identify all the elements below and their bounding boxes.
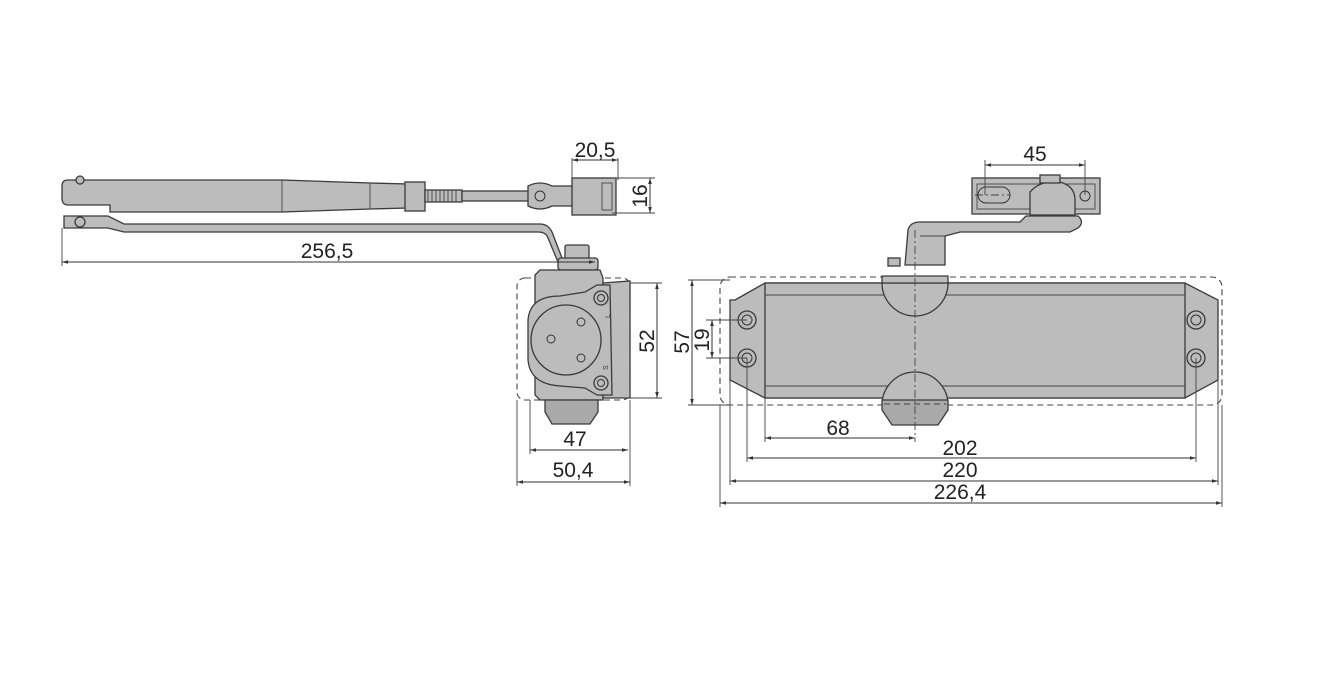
dim-226-4: 226,4 — [934, 481, 987, 504]
dim-16: 16 — [629, 184, 652, 207]
closer-body-side: L S — [516, 244, 631, 425]
side-view: L S 20,5 16 256,5 52 47 50 — [61, 139, 662, 486]
dim-256-5: 256,5 — [301, 240, 354, 263]
dim-57: 57 — [671, 330, 694, 353]
dim-52: 52 — [636, 329, 659, 352]
dim-47: 47 — [563, 428, 586, 451]
dim-50-4: 50,4 — [553, 459, 594, 482]
marking-s: S — [603, 365, 610, 370]
dim-19: 19 — [691, 328, 714, 351]
dim-20-5: 20,5 — [575, 139, 616, 162]
dim-220: 220 — [942, 459, 977, 482]
marking-l: L — [605, 314, 612, 318]
dim-45: 45 — [1023, 143, 1046, 166]
front-dimensions: 45 57 19 68 202 220 226,4 — [671, 143, 1223, 507]
dim-68: 68 — [826, 417, 849, 440]
arm-bracket-top — [887, 174, 1101, 267]
dim-202: 202 — [942, 437, 977, 460]
main-arm — [61, 175, 617, 216]
closer-body-front — [719, 230, 1223, 442]
side-dimensions: 20,5 16 256,5 52 47 50,4 — [61, 139, 662, 486]
front-view: 45 57 19 68 202 220 226,4 — [671, 143, 1223, 507]
